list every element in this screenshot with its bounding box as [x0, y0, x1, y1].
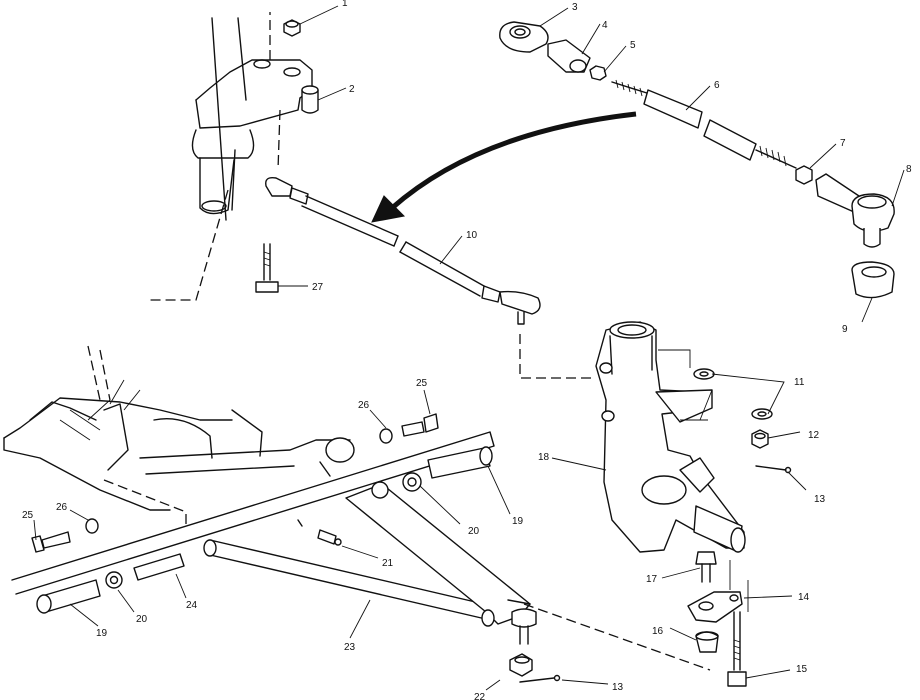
bushing-19b [36, 579, 101, 614]
ball-joint-16 [695, 631, 719, 653]
callout-11: 11 [794, 377, 805, 388]
nut-12 [751, 429, 769, 449]
bolt-25b [31, 531, 71, 553]
rod-end-3 [499, 21, 549, 53]
callout-18: 18 [538, 452, 550, 463]
bolt-15 [727, 611, 747, 687]
callout-3: 3 [572, 2, 578, 13]
callout-23: 23 [344, 642, 356, 653]
callout-22: 22 [474, 692, 486, 700]
callout-19a: 19 [512, 516, 524, 527]
callout-1: 1 [342, 0, 348, 9]
nut-22 [509, 653, 533, 677]
callout-15: 15 [796, 664, 808, 675]
callout-labels: 1 2 3 4 5 6 7 8 9 10 11 12 13 14 15 16 1… [22, 0, 912, 700]
callout-20b: 20 [136, 614, 148, 625]
callout-9: 9 [842, 324, 848, 335]
callout-5: 5 [630, 40, 636, 51]
bracket-14 [687, 591, 743, 623]
grease-fitting-21 [317, 529, 342, 546]
cotter-pin-13a [755, 465, 792, 474]
callout-25b: 25 [22, 510, 34, 521]
callout-21: 21 [382, 558, 394, 569]
callout-25a: 25 [416, 378, 428, 389]
callout-7: 7 [840, 138, 846, 149]
bolt-27 [255, 243, 279, 293]
boot-9 [851, 261, 895, 299]
spacer-2 [301, 85, 319, 114]
washer-26b [85, 518, 99, 534]
spindle-18 [595, 321, 746, 553]
jam-nut-4 [547, 39, 591, 73]
callout-13b: 13 [612, 682, 624, 693]
callout-16: 16 [652, 626, 664, 637]
nut-7 [795, 165, 813, 185]
tie-rod-assembly-10 [265, 176, 592, 379]
callout-14: 14 [798, 592, 810, 603]
callout-19b: 19 [96, 628, 108, 639]
callout-10: 10 [466, 230, 478, 241]
bolt-17 [695, 551, 717, 583]
callout-2: 2 [349, 84, 355, 95]
bushing-19a [427, 446, 493, 479]
callout-12: 12 [808, 430, 820, 441]
washer-20a [402, 472, 422, 492]
callout-17: 17 [646, 574, 658, 585]
assembly-arrow [371, 111, 637, 223]
callout-6: 6 [714, 80, 720, 91]
nut-5 [589, 65, 607, 81]
callout-8: 8 [906, 164, 912, 175]
frame [3, 345, 495, 595]
callout-27: 27 [312, 282, 324, 293]
steering-post-assembly [150, 12, 313, 301]
ball-joint-stud-22 [511, 603, 711, 671]
nut-1 [283, 19, 301, 37]
bolt-25a [401, 413, 439, 437]
washer-11 [658, 349, 773, 421]
callout-26a: 26 [358, 400, 370, 411]
callout-24: 24 [186, 600, 198, 611]
leader-lines [33, 5, 905, 691]
callout-4: 4 [602, 20, 608, 31]
callout-20a: 20 [468, 526, 480, 537]
washer-26a [379, 428, 393, 444]
mounting-line-right [729, 560, 749, 612]
washer-20b [105, 571, 123, 589]
spacer-24 [133, 553, 185, 581]
cotter-pin-13b [519, 674, 561, 683]
tie-rod-6 [611, 79, 797, 169]
callout-26b: 26 [56, 502, 68, 513]
rod-end-8 [815, 173, 895, 248]
callout-13a: 13 [814, 494, 826, 505]
